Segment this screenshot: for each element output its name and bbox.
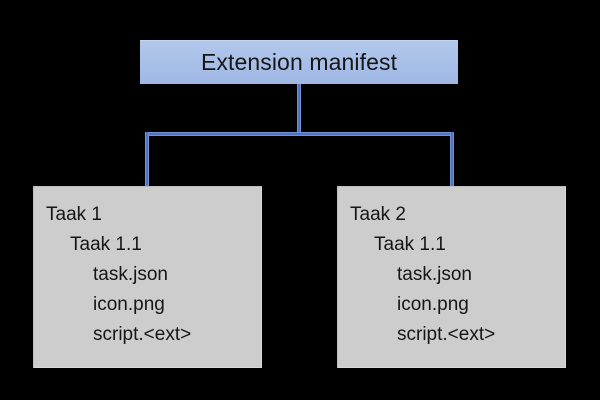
root-node-label: Extension manifest [200,48,398,75]
tree-line: Taak 1.1 [70,234,142,255]
child-node-2[interactable]: Taak 2 Taak 1.1 task.json icon.png script.<e… [337,186,566,368]
tree-line: Taak 1 [46,204,102,225]
tree-line: script.<ext> [397,324,496,345]
tree-line: Taak 1.1 [374,234,446,255]
tree-line: task.json [397,264,472,285]
connector-horizontal-bar [145,132,454,136]
tree-line: Taak 2 [350,204,406,225]
tree-line: script.<ext> [93,324,192,345]
connector-drop-right [450,132,454,187]
connector-drop-left [145,132,149,187]
root-node-extension-manifest[interactable]: Extension manifest [140,40,458,84]
connector-root-stem [297,84,301,135]
tree-line: task.json [93,264,168,285]
tree-line: icon.png [397,294,469,315]
tree-line: icon.png [93,294,165,315]
child-node-1[interactable]: Taak 1 Taak 1.1 task.json icon.png script.<e… [33,186,262,368]
